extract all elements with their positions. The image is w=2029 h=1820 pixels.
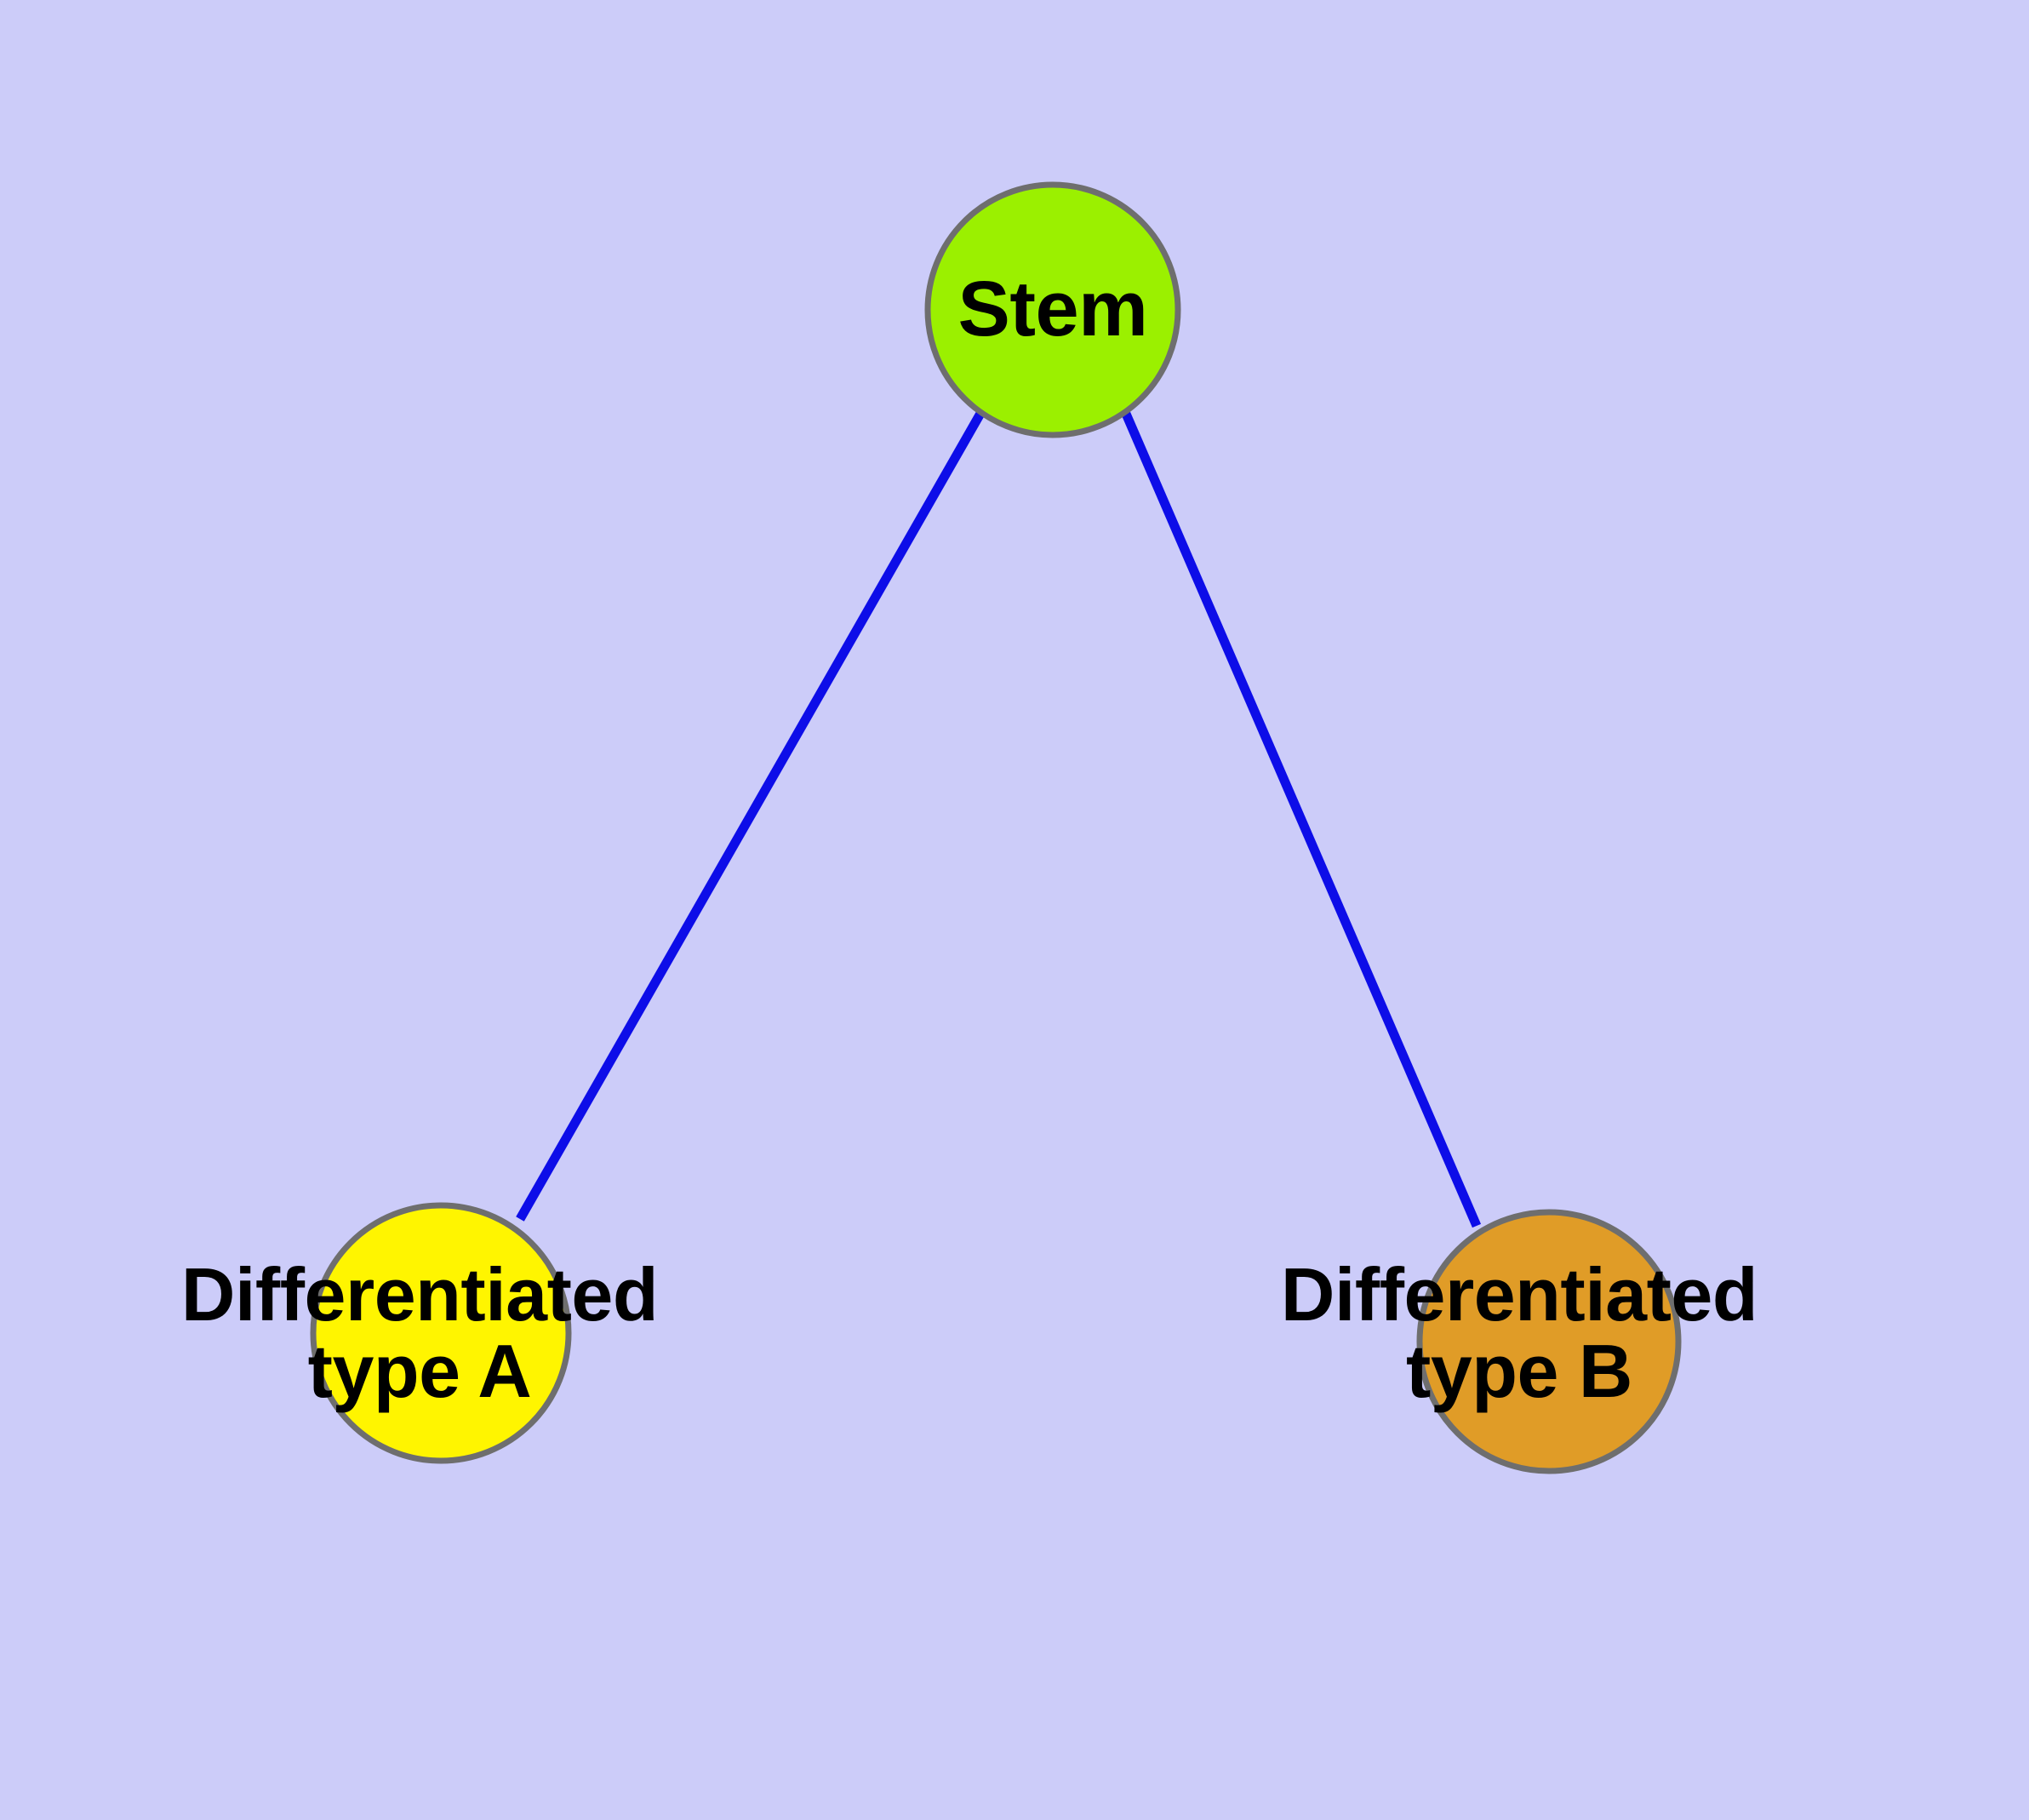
edge-layer [516,409,1482,1228]
node-layer [310,181,1682,1474]
edge-stem-to-diff-b[interactable] [1121,411,1482,1228]
edge-stem-to-diff-a[interactable] [516,409,986,1222]
node-differentiated-type-b[interactable] [1416,1209,1682,1474]
node-stem[interactable] [924,181,1181,438]
node-differentiated-type-a[interactable] [310,1202,572,1464]
